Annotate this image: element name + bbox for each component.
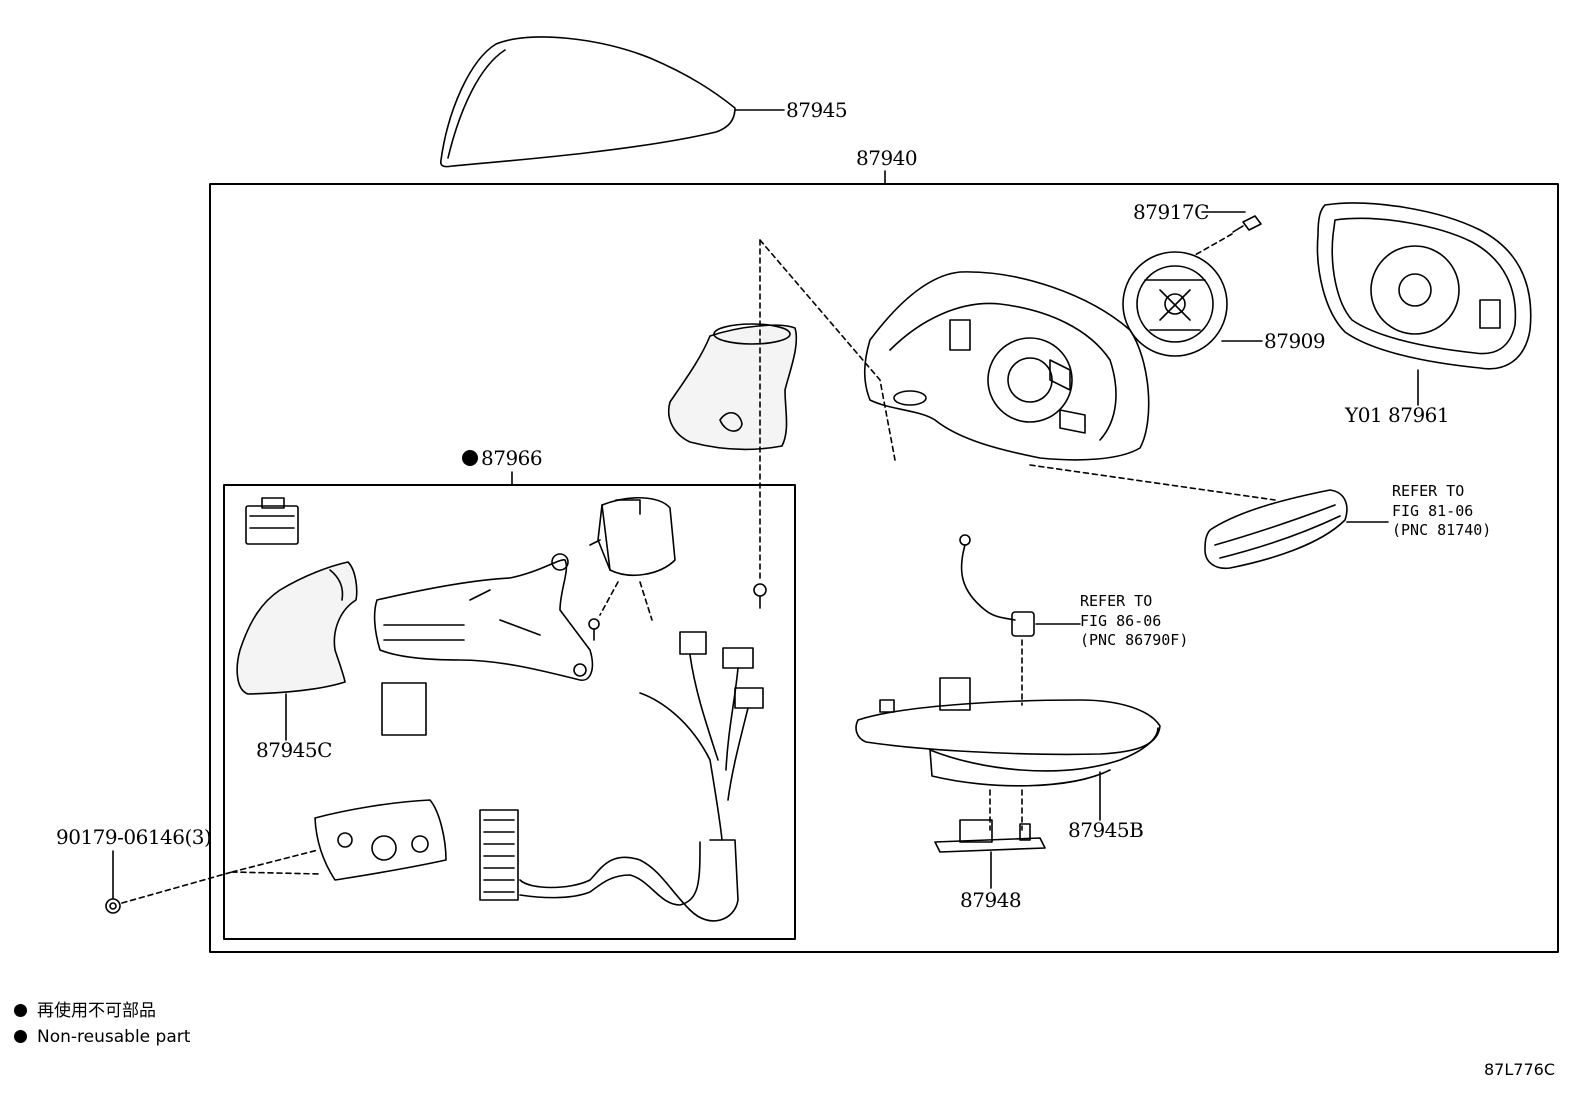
part-label-87945c: 87945C: [256, 738, 332, 762]
bolt-drawing: [105, 898, 121, 914]
motor-drawing: [589, 496, 676, 576]
refer-note-86-06-line2: FIG 86-06: [1080, 611, 1162, 630]
dashed-motor-to-screw: [599, 581, 653, 621]
refer-note-86-06: REFER TO FIG 86-06 (PNC 86790F): [1080, 592, 1188, 651]
refer-note-86-06-line3: (PNC 86790F): [1080, 631, 1189, 649]
part-label-87966: 87966: [462, 446, 543, 470]
assembly-frame: [209, 183, 1559, 953]
legend-line-english: Non-reusable part: [14, 1029, 190, 1046]
screw-drawing: [1232, 215, 1262, 233]
part-label-87966-text: 87966: [481, 446, 543, 470]
part-label-87940: 87940: [856, 146, 918, 170]
switch-plate-drawing: [314, 799, 447, 881]
diagram-id: 87L776C: [1484, 1060, 1555, 1079]
legend-dot: [14, 1030, 27, 1043]
refer-note-81-06-line1: REFER TO: [1392, 482, 1465, 500]
sensor-harness-drawing: [959, 534, 1035, 637]
bracket-drawing: [934, 819, 1046, 853]
pad-drawing: [381, 682, 427, 736]
subassembly-frame: [223, 484, 796, 940]
fold-bracket-drawing: [373, 553, 594, 681]
actuator-drawing: [1122, 251, 1228, 357]
legend-dot: [14, 1004, 27, 1017]
lower-lamp-drawing: [855, 677, 1161, 787]
refer-note-86-06-line1: REFER TO: [1080, 592, 1153, 610]
refer-note-81-06-line2: FIG 81-06: [1392, 501, 1474, 520]
dashed-cover-to-housing: [759, 239, 896, 461]
legend-text-japanese: 再使用不可部品: [37, 1001, 156, 1021]
part-label-87917c: 87917C: [1133, 200, 1209, 224]
legend-line-japanese: 再使用不可部品: [14, 1003, 156, 1020]
part-label-87945b: 87945B: [1068, 818, 1144, 842]
dashed-housing-to-signal: [1029, 464, 1276, 501]
part-label-90179: 90179-06146(3): [56, 825, 212, 849]
housing-cover-drawing: [668, 323, 798, 451]
dashed-screw-to-actuator: [1194, 233, 1233, 256]
part-label-87961: Y01 87961: [1345, 403, 1450, 427]
connector-drawing: [245, 497, 299, 545]
turn-signal-drawing: [1204, 489, 1348, 570]
dashed-lamp-to-bracket: [989, 789, 1023, 831]
dashed-bolt-to-frame: [121, 871, 233, 904]
non-reusable-mark: [462, 450, 478, 466]
dashed-plate-to-bolt: [231, 849, 321, 875]
part-label-87909: 87909: [1264, 329, 1326, 353]
inner-cover-drawing: [236, 561, 358, 695]
part-label-87948: 87948: [960, 888, 1022, 912]
part-label-87945: 87945: [786, 98, 848, 122]
wiring-harness-drawing: [479, 631, 764, 922]
mirror-glass-drawing: [1316, 202, 1532, 370]
mirror-cover-drawing: [439, 36, 736, 168]
small-screw-drawing: [753, 583, 767, 609]
refer-note-81-06-line3: (PNC 81740): [1392, 521, 1492, 539]
screw-small-drawing: [588, 618, 600, 641]
mirror-housing-drawing: [863, 271, 1150, 461]
legend-text-english: Non-reusable part: [37, 1027, 191, 1047]
refer-note-81-06: REFER TO FIG 81-06 (PNC 81740): [1392, 482, 1491, 541]
